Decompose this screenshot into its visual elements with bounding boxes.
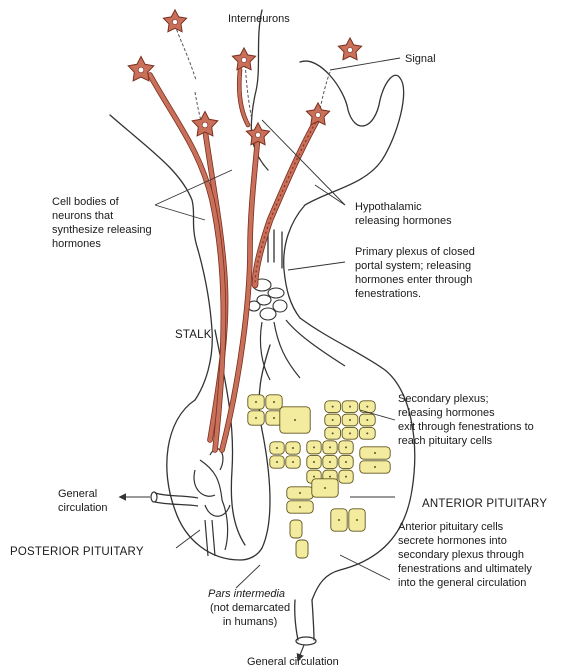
label-general-circulation-left: General circulation bbox=[58, 487, 108, 515]
neuron-soma-midright-nucleus bbox=[255, 132, 260, 137]
pituitary-cell-nucleus bbox=[349, 432, 351, 434]
label-pars-intermedia: Pars intermedia bbox=[208, 587, 285, 601]
pituitary-cell-nucleus bbox=[276, 461, 278, 463]
label-primary-plexus: Primary plexus of closed portal system; … bbox=[355, 245, 475, 301]
label-signal: Signal bbox=[405, 52, 436, 66]
pituitary-cell-nucleus bbox=[366, 432, 368, 434]
pituitary-cell-nucleus bbox=[329, 476, 331, 478]
pituitary-cell-small-1 bbox=[296, 540, 308, 558]
neurons bbox=[128, 10, 361, 450]
pituitary-cell-nucleus bbox=[299, 492, 301, 494]
pituitary-cell-nucleus bbox=[356, 519, 358, 521]
pituitary-cell-nucleus bbox=[273, 417, 275, 419]
pituitary-cell-nucleus bbox=[366, 406, 368, 408]
pituitary-cell-nucleus bbox=[345, 476, 347, 478]
posterior-plexus bbox=[151, 449, 230, 556]
leader-lines bbox=[155, 58, 400, 588]
label-anterior-pituitary: ANTERIOR PITUITARY bbox=[422, 497, 547, 511]
pituitary-cell-nucleus bbox=[374, 452, 376, 454]
neuron-soma-right-nucleus bbox=[315, 112, 320, 117]
pituitary-cell-nucleus bbox=[338, 519, 340, 521]
pituitary-cell-nucleus bbox=[313, 461, 315, 463]
pituitary-cell-nucleus bbox=[324, 487, 326, 489]
label-hypothalamic-hormones: Hypothalamic releasing hormones bbox=[355, 200, 452, 228]
interneuron-connection-0 bbox=[175, 25, 196, 80]
pituitary-cell-nucleus bbox=[313, 446, 315, 448]
pituitary-cell-nucleus bbox=[349, 419, 351, 421]
label-posterior-pituitary: POSTERIOR PITUITARY bbox=[10, 545, 144, 559]
neuron-soma-center-nucleus bbox=[241, 57, 246, 62]
pituitary-cell-nucleus bbox=[255, 401, 257, 403]
gland-outline bbox=[110, 10, 415, 645]
pituitary-cell-nucleus bbox=[374, 466, 376, 468]
pituitary-cell-nucleus bbox=[349, 406, 351, 408]
neuron-soma-left-nucleus bbox=[138, 67, 144, 73]
pituitary-cell-nucleus bbox=[332, 419, 334, 421]
pituitary-cell-nucleus bbox=[366, 419, 368, 421]
label-secondary-plexus: Secondary plexus; releasing hormones exi… bbox=[398, 392, 534, 448]
label-cell-bodies: Cell bodies of neurons that synthesize r… bbox=[52, 195, 152, 251]
label-interneurons: Interneurons bbox=[228, 12, 290, 26]
pituitary-cell-nucleus bbox=[329, 461, 331, 463]
neuron-soma-mid-nucleus bbox=[202, 122, 208, 128]
pituitary-cell-nucleus bbox=[273, 401, 275, 403]
pituitary-cell-nucleus bbox=[292, 447, 294, 449]
pituitary-cell-nucleus bbox=[332, 406, 334, 408]
pituitary-cell-nucleus bbox=[345, 446, 347, 448]
pituitary-cell-nucleus bbox=[255, 417, 257, 419]
pituitary-cell-nucleus bbox=[345, 461, 347, 463]
pituitary-cell-nucleus bbox=[294, 419, 296, 421]
label-anterior-cells: Anterior pituitary cells secrete hormone… bbox=[398, 520, 532, 590]
pituitary-cell-nucleus bbox=[332, 432, 334, 434]
pituitary-cell-nucleus bbox=[276, 447, 278, 449]
label-stalk: STALK bbox=[175, 328, 212, 342]
label-general-circulation-bottom: General circulation bbox=[247, 655, 339, 669]
pituitary-cell-nucleus bbox=[313, 476, 315, 478]
portal-vessels bbox=[260, 320, 345, 380]
pituitary-cell-nucleus bbox=[329, 446, 331, 448]
pituitary-cell-nucleus bbox=[292, 461, 294, 463]
neuron-soma-topright-nucleus bbox=[347, 47, 352, 52]
label-pars-intermedia-note: (not demarcated in humans) bbox=[210, 601, 290, 629]
pituitary-cell-small-0 bbox=[290, 520, 302, 538]
pituitary-cell-nucleus bbox=[299, 506, 301, 508]
neuron-soma-top-nucleus bbox=[172, 19, 177, 24]
